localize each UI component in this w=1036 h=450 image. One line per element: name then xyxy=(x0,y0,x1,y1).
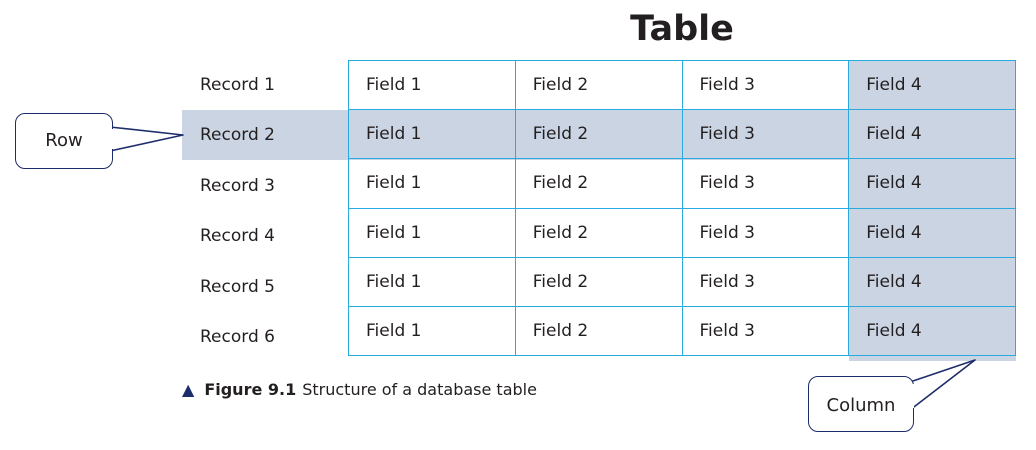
column-callout-label: Column xyxy=(826,395,896,416)
table-cell: Field 3 xyxy=(681,109,850,160)
record-label: Record 6 xyxy=(200,327,275,347)
record-label: Record 3 xyxy=(200,176,275,196)
table-cell: Field 2 xyxy=(514,158,683,209)
row-callout-label: Row xyxy=(45,130,83,151)
table-cell: Field 3 xyxy=(681,158,850,209)
table-cell: Field 2 xyxy=(514,305,683,357)
table-cell: Field 4 xyxy=(848,158,1016,209)
table-cell: Field 1 xyxy=(348,109,516,160)
figure-text: Structure of a database table xyxy=(302,380,537,399)
table-cell: Field 4 xyxy=(848,256,1016,307)
record-label: Record 2 xyxy=(200,125,275,145)
record-label: Record 4 xyxy=(200,226,275,246)
table-cell: Field 1 xyxy=(348,305,516,357)
column-callout: Column xyxy=(808,376,914,432)
row-callout: Row xyxy=(15,113,113,169)
figure-number: Figure 9.1 xyxy=(204,380,297,399)
table-cell: Field 2 xyxy=(514,109,683,160)
diagram-title: Table xyxy=(630,9,734,49)
table-cell: Field 1 xyxy=(348,256,516,307)
table-cell: Field 4 xyxy=(848,207,1016,258)
table-cell: Field 1 xyxy=(348,158,516,209)
table-cell: Field 4 xyxy=(848,305,1016,357)
table-cell: Field 2 xyxy=(514,256,683,307)
figure-caption: ▲ Figure 9.1 Structure of a database table xyxy=(182,376,537,404)
table-cell: Field 2 xyxy=(514,207,683,258)
row-highlight-label xyxy=(182,110,349,160)
table-cell: Field 3 xyxy=(681,305,850,357)
table-cell: Field 4 xyxy=(848,109,1016,160)
table-cell: Field 3 xyxy=(681,256,850,307)
table-cell: Field 3 xyxy=(681,207,850,258)
table-cell: Field 3 xyxy=(681,59,850,111)
record-label: Record 1 xyxy=(200,75,275,95)
record-label: Record 5 xyxy=(200,277,275,297)
triangle-icon: ▲ xyxy=(182,380,195,399)
